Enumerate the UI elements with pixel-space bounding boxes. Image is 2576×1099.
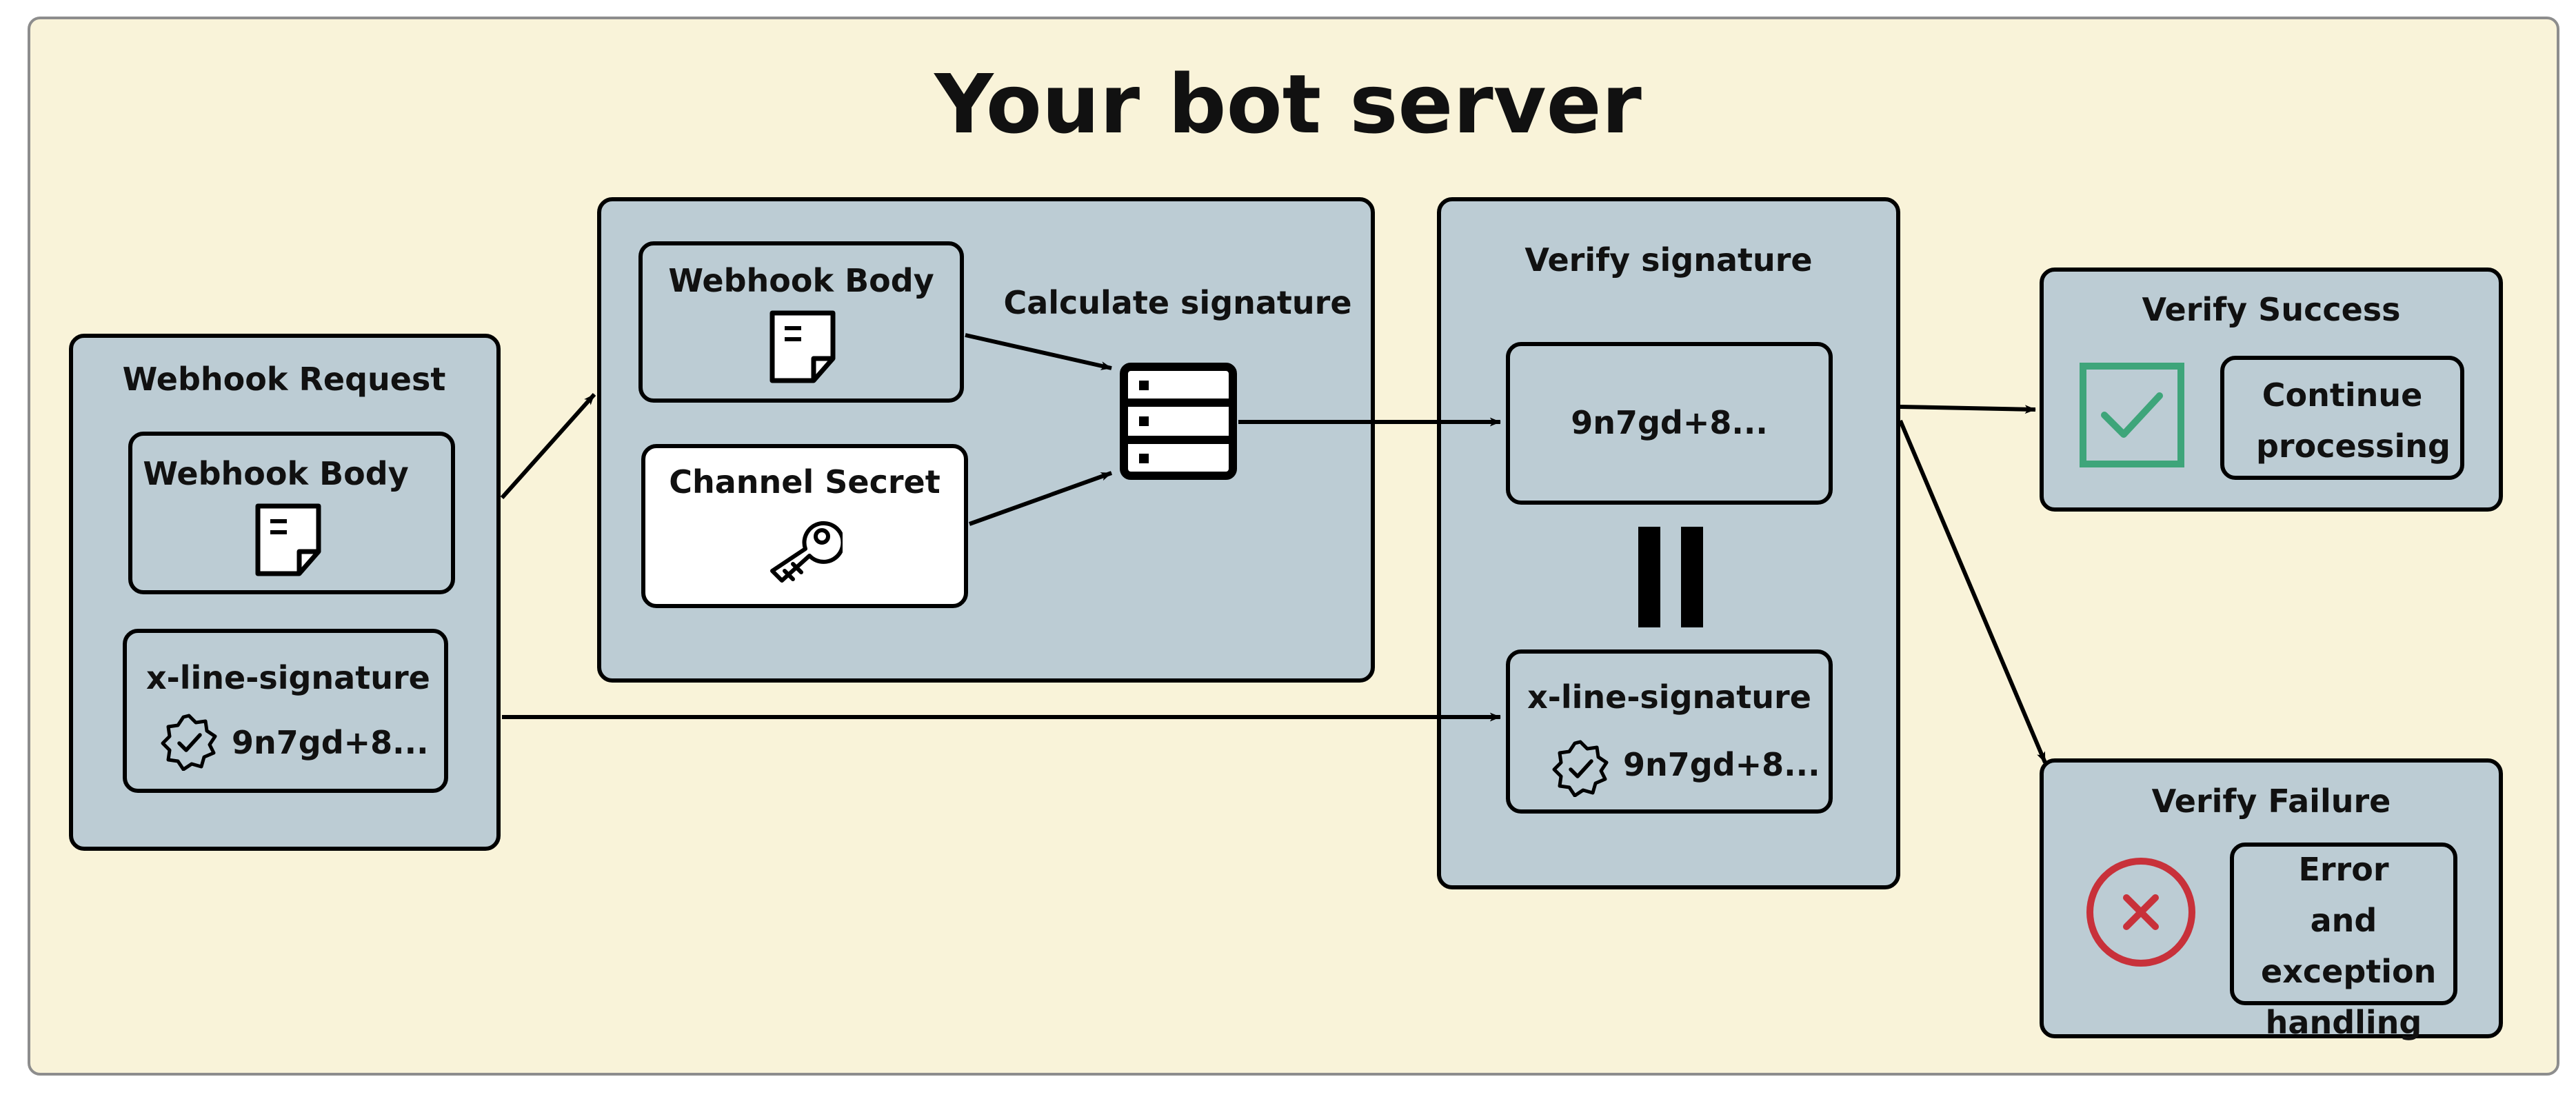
calculate-body-label: Webhook Body — [668, 262, 934, 299]
continue-processing-label: Continue processing — [2256, 376, 2451, 465]
key-icon — [767, 514, 845, 590]
arrow-verify-to-success — [1900, 405, 2036, 414]
check-square-icon — [2080, 363, 2184, 467]
arrow-verify-to-failure — [1898, 419, 2047, 764]
header-signature-value: 9n7gd+8... — [1623, 746, 1820, 783]
arrow-secret-to-server — [968, 471, 1113, 526]
badge-check-icon — [160, 713, 218, 772]
diagram-title: Your bot server — [934, 57, 1642, 152]
error-handling-box — [2230, 843, 2457, 1005]
arrow-request-to-calc — [500, 393, 596, 499]
x-circle-icon — [2085, 856, 2197, 968]
webhook-request-label: Webhook Request — [122, 361, 446, 398]
continue-processing-box — [2220, 356, 2464, 480]
webhook-request-signature-label: x-line-signature — [146, 659, 430, 696]
header-signature-label: x-line-signature — [1527, 678, 1811, 716]
equals-icon — [1638, 527, 1704, 627]
webhook-request-signature-box — [123, 629, 448, 793]
verify-signature-label: Verify signature — [1525, 241, 1813, 279]
badge-check-icon — [1551, 739, 1609, 798]
arrow-body-to-server — [965, 333, 1112, 370]
calculated-value-box — [1506, 342, 1833, 505]
webhook-request-body-label: Webhook Body — [143, 455, 409, 492]
channel-secret-box — [641, 444, 968, 608]
server-icon — [1120, 363, 1237, 480]
calculated-value: 9n7gd+8... — [1571, 404, 1768, 441]
calculate-signature-label: Calculate signature — [1003, 284, 1352, 321]
verify-success-label: Verify Success — [2142, 291, 2401, 328]
error-handling-label: Error and exception handling — [2261, 851, 2437, 1041]
channel-secret-label: Channel Secret — [669, 463, 940, 501]
verify-failure-label: Verify Failure — [2151, 783, 2391, 820]
document-icon — [254, 502, 323, 578]
document-icon — [768, 309, 837, 385]
webhook-request-signature-value: 9n7gd+8... — [232, 724, 429, 761]
